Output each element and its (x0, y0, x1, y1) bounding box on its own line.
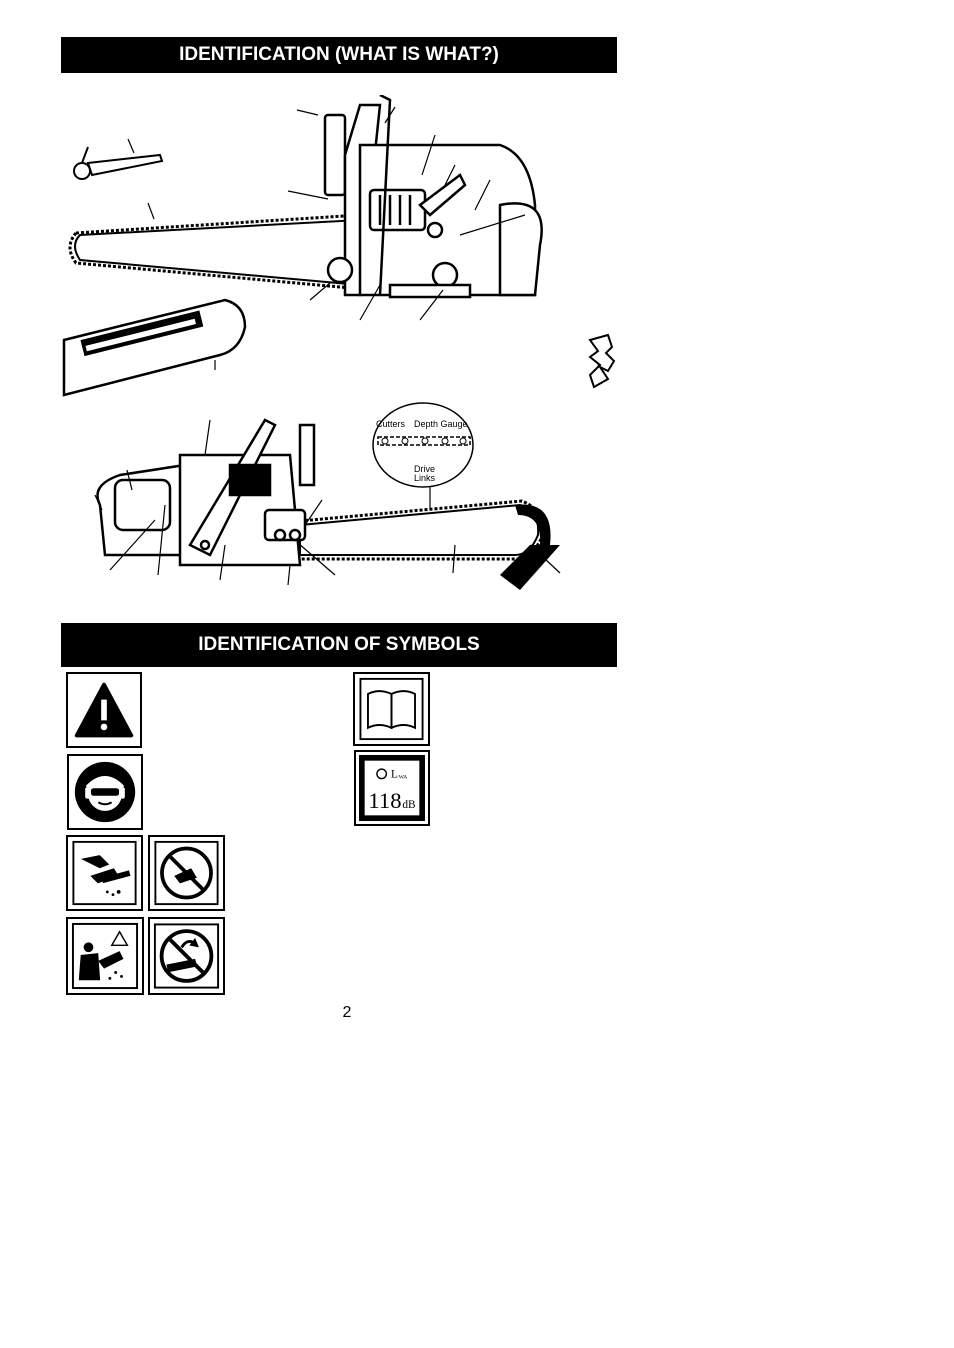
drive-links-label-1: Drive (414, 464, 435, 474)
chainsaw-top-illustration (62, 95, 616, 397)
symbols-section-title: IDENTIFICATION OF SYMBOLS (61, 623, 617, 667)
prohibited-one-hand-icon (154, 840, 219, 906)
combination-wrench-icon (73, 146, 164, 180)
sound-unit: dB (402, 799, 415, 811)
sound-level-icon: L WA 118 dB (359, 755, 425, 821)
warning-triangle-icon (71, 677, 137, 743)
sound-value: 118 (368, 788, 401, 813)
chainsaw-body (323, 95, 543, 299)
bar-scabbard (62, 298, 247, 397)
cutter-tooth-icon (588, 333, 616, 389)
chainsaw-bottom-illustration: Cutters Depth Gauge Drive Links (94, 402, 561, 590)
sound-label: L (391, 769, 398, 781)
guide-bar-side (299, 499, 544, 561)
kickback-warning-symbol (66, 917, 144, 995)
two-hand-grip-symbol (66, 835, 143, 911)
drive-links-label-2: Links (414, 473, 436, 483)
no-one-hand-symbol (148, 835, 225, 911)
kickback-operator-icon (71, 922, 139, 990)
depth-gauge-label: Depth Gauge (414, 419, 468, 429)
page-number: 2 (342, 1004, 352, 1021)
identification-section-title: IDENTIFICATION (WHAT IS WHAT?) (61, 37, 617, 73)
prohibited-nose-contact-icon (153, 923, 220, 989)
chain-rotation-arrow-icon (500, 504, 560, 590)
protective-gear-symbol (67, 754, 143, 830)
read-manual-symbol (353, 672, 430, 746)
sound-sub-label: WA (399, 775, 409, 781)
two-hands-on-saw-icon (72, 840, 137, 906)
head-protection-icon (74, 761, 136, 823)
avoid-nose-contact-symbol (148, 917, 225, 995)
guide-bar-with-chain (68, 213, 363, 291)
warning-symbol (66, 672, 142, 748)
cutters-label: Cutters (376, 419, 406, 429)
chainsaw-body-side (96, 418, 316, 567)
open-book-icon (359, 677, 424, 741)
chain-callout: Cutters Depth Gauge Drive Links (372, 402, 474, 510)
sound-power-symbol: L WA 118 dB (354, 750, 430, 826)
